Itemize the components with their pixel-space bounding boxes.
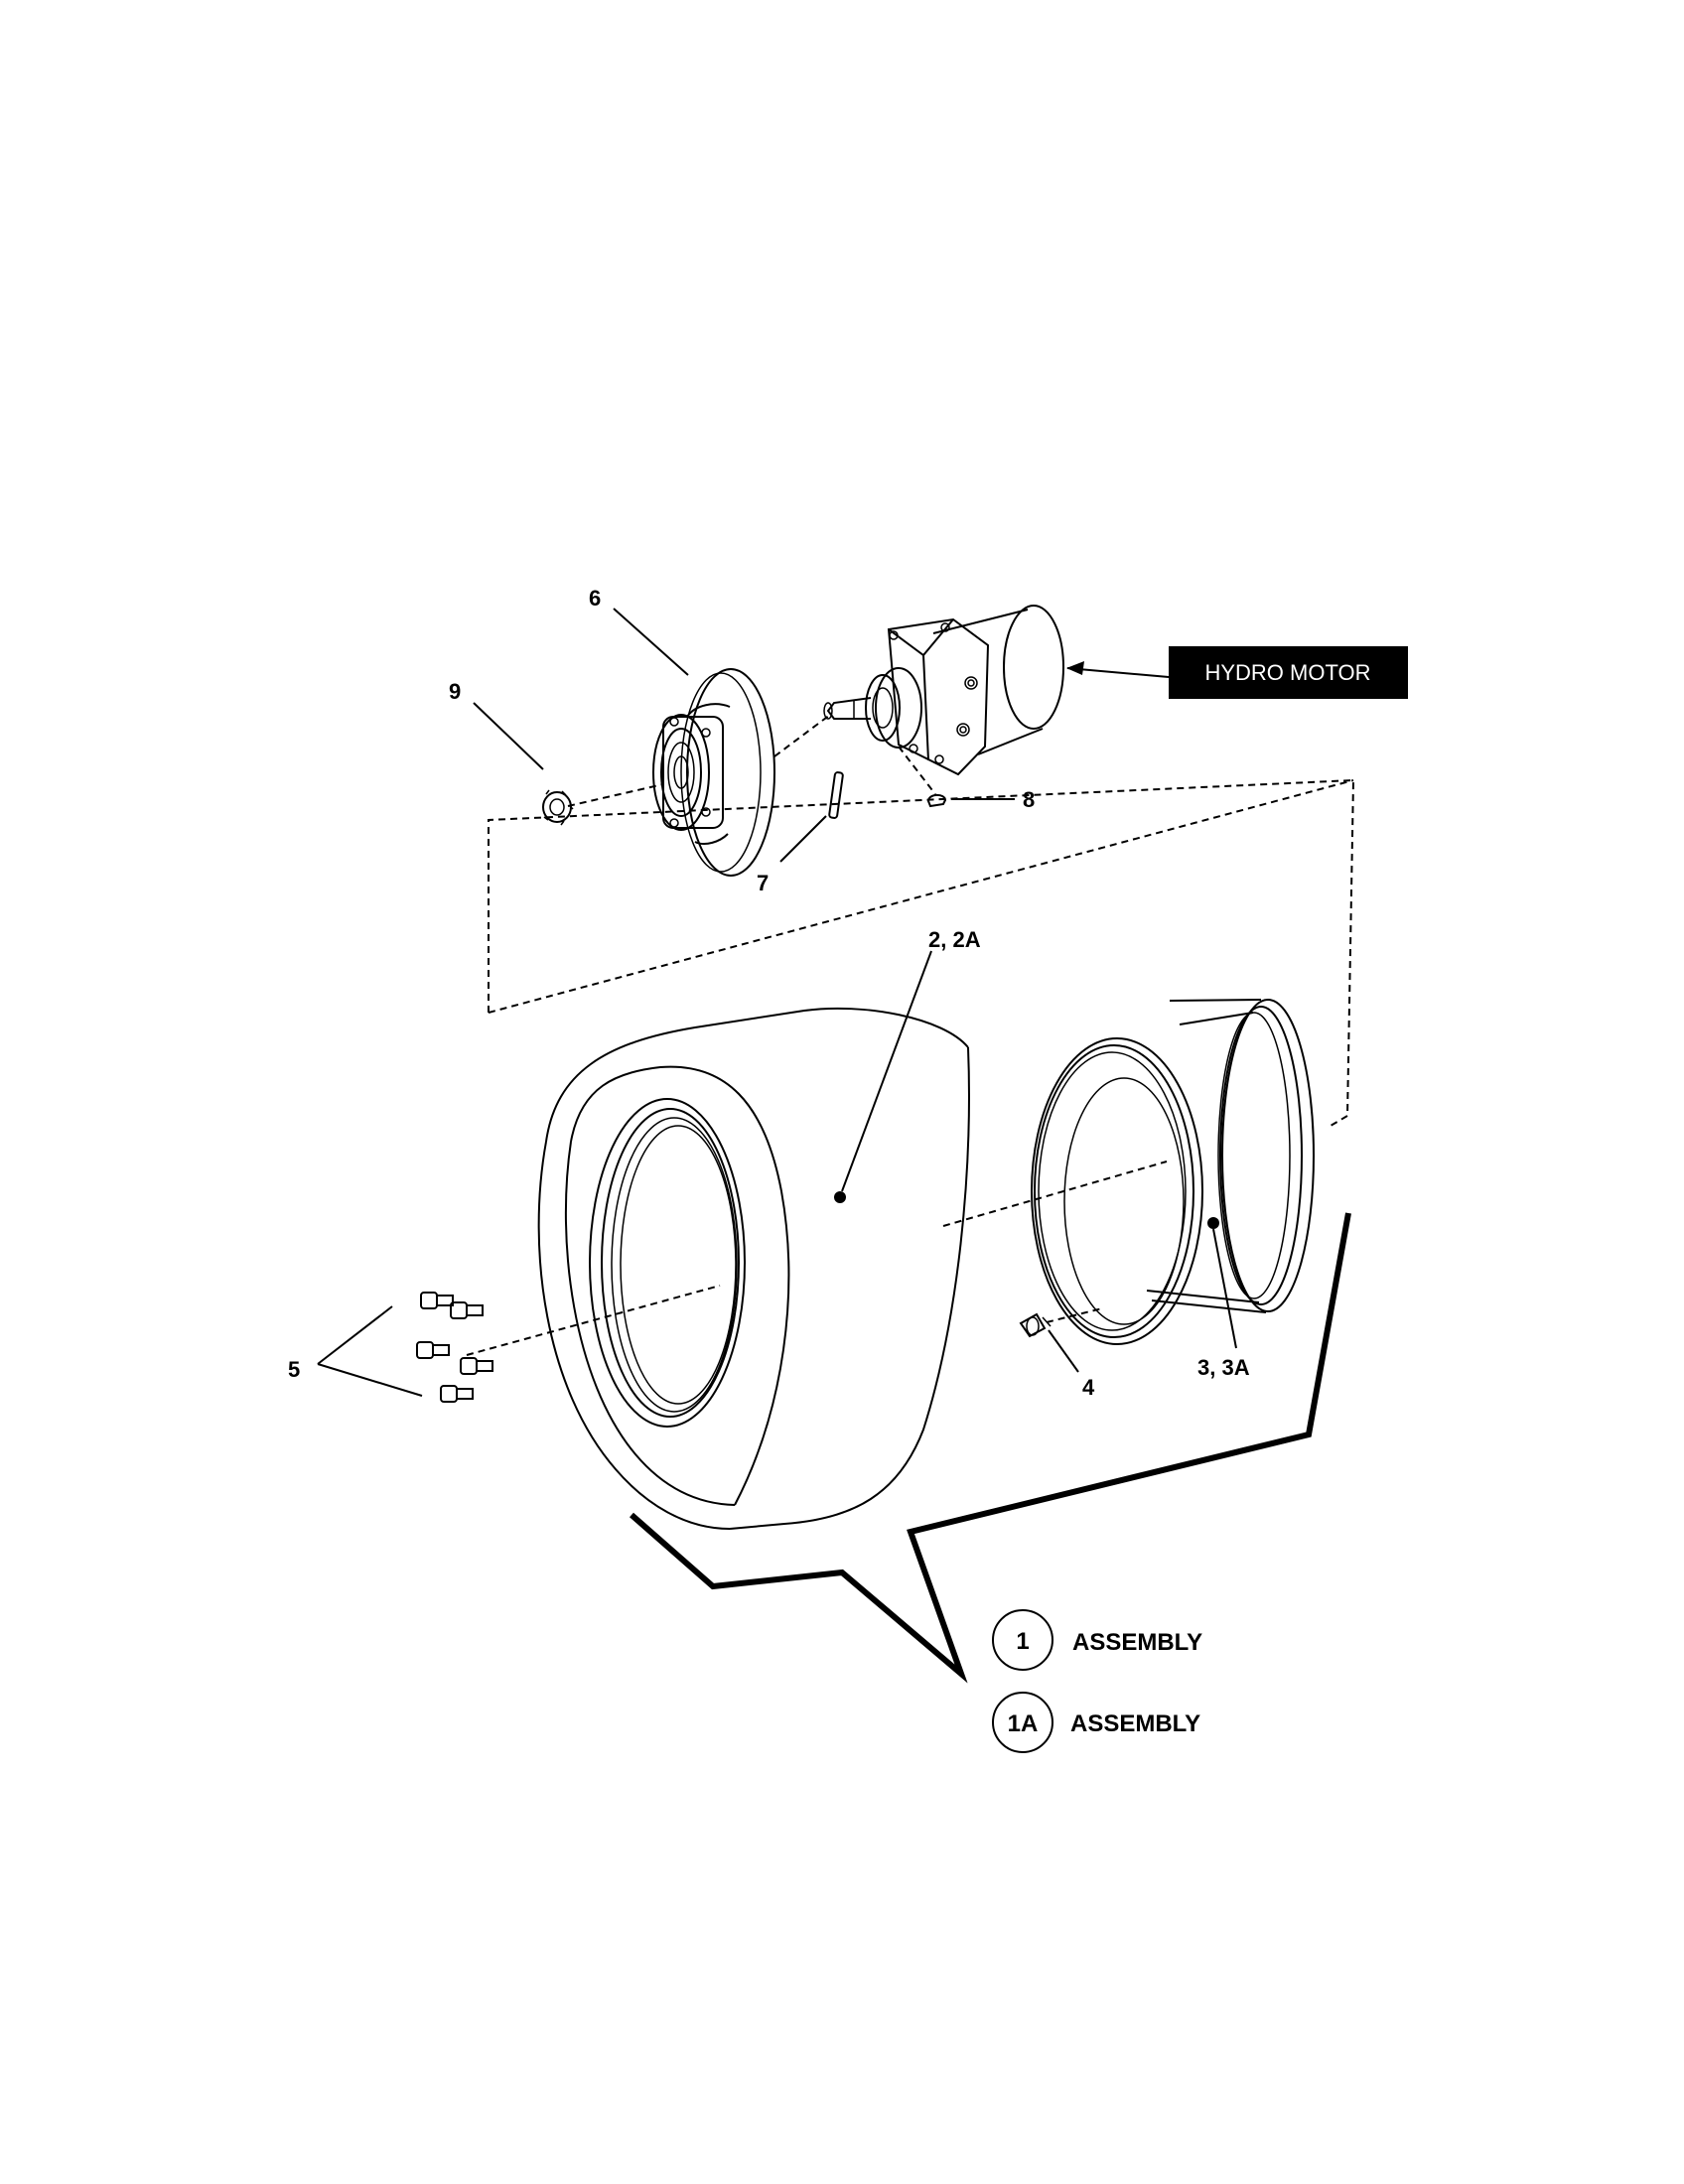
hydro-motor-label: HYDRO MOTOR: [1169, 646, 1408, 699]
axis-line-lower: [466, 1160, 1168, 1356]
hydro-motor-body: [823, 605, 1064, 776]
callout-8: 8: [1023, 787, 1035, 812]
callout-6: 6: [589, 586, 601, 611]
assembly-legend-1a: 1A ASSEMBLY: [992, 1692, 1200, 1753]
leader-lines: [317, 608, 1237, 1397]
pin-part-7: [828, 771, 844, 819]
hydro-motor-label-text: HYDRO MOTOR: [1204, 660, 1370, 685]
callout-4: 4: [1082, 1375, 1095, 1400]
callout-2-2a: 2, 2A: [928, 927, 981, 952]
rim-part-3: [1031, 999, 1315, 1345]
assembly-label-1a: ASSEMBLY: [1070, 1710, 1200, 1737]
assembly-label-1: ASSEMBLY: [1072, 1629, 1202, 1656]
lock-nut-part-9: [542, 789, 574, 826]
callout-5: 5: [288, 1357, 300, 1382]
axis-line-upper: [567, 714, 936, 807]
assembly-bracket: [630, 1212, 1351, 1684]
assembly-legend-1: 1 ASSEMBLY: [992, 1609, 1202, 1671]
wheel-hub-part-6: [652, 668, 775, 877]
tire-part-2: [537, 1007, 970, 1530]
callout-7: 7: [757, 871, 769, 895]
valve-stem-part-4: [1019, 1312, 1052, 1338]
callout-3-3a: 3, 3A: [1197, 1355, 1250, 1380]
assembly-number-1: 1: [1016, 1628, 1029, 1655]
key-part-8: [926, 793, 947, 808]
assembly-number-1a: 1A: [1008, 1710, 1039, 1737]
lug-bolts-part-5: [416, 1292, 493, 1403]
callout-9: 9: [449, 679, 461, 704]
dashed-group-outline: [488, 778, 1355, 1127]
